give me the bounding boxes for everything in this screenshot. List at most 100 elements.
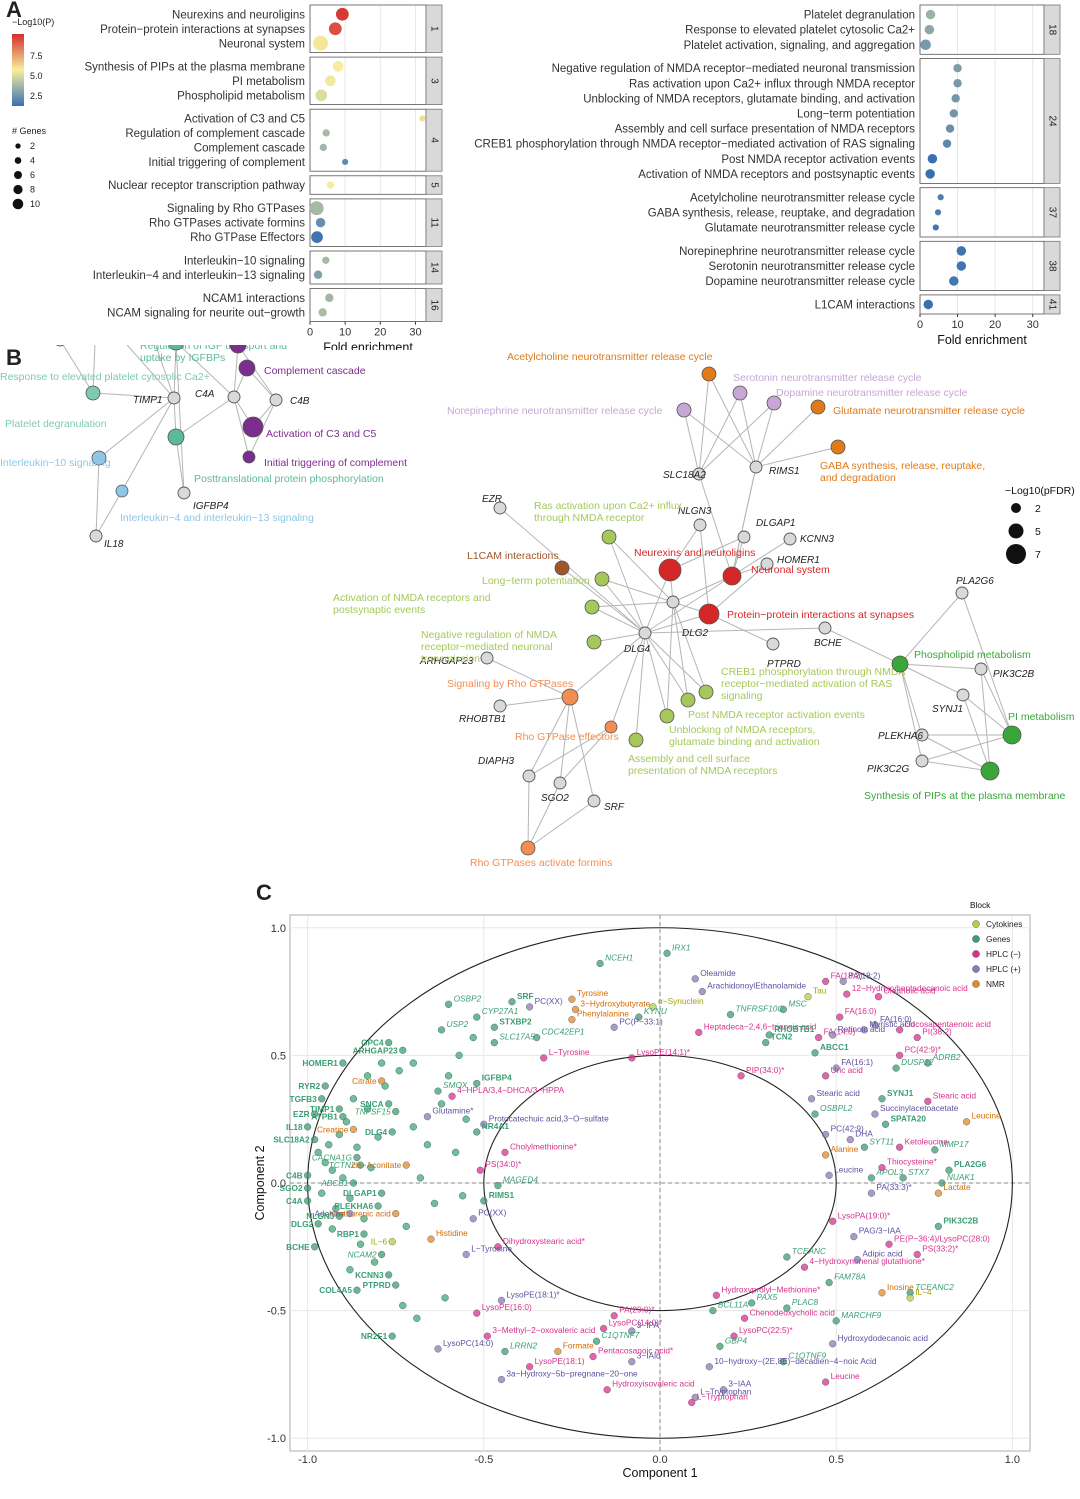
network-edge	[486, 657, 571, 698]
gene-node-label: DLGAP1	[756, 518, 795, 529]
facet-frame	[919, 240, 1045, 292]
point-label: PE(P−36:4)/LysoPC(28:0)	[894, 1233, 990, 1243]
network-edge	[175, 396, 235, 438]
network-edge	[528, 696, 571, 777]
point-label: PLEKHA6	[334, 1201, 373, 1211]
point-tnfrsf10c	[726, 1010, 735, 1019]
term-node-circle	[242, 450, 256, 464]
network-edge	[899, 663, 923, 762]
network-edge	[527, 775, 530, 849]
network-edge	[699, 524, 710, 615]
gene-point	[318, 1189, 326, 1197]
term-dot	[325, 75, 336, 87]
point-label: PA(33:3)*	[876, 1182, 912, 1192]
point-pa-29-0	[610, 1312, 618, 1320]
facet-strip	[1043, 4, 1061, 55]
point-oleamide	[691, 975, 699, 983]
term-node-label: Acetylcholine neurotransmitter release c…	[507, 351, 713, 363]
point-homer1	[339, 1059, 347, 1067]
network-edge	[601, 578, 674, 603]
x-axis-title: Fold enrichment	[323, 341, 413, 350]
point-3-iaa	[719, 1386, 728, 1394]
term-node-circle	[732, 385, 748, 401]
point-label: NCAM2	[348, 1249, 377, 1259]
term-dot	[309, 201, 324, 216]
point-label: OSBP2	[454, 993, 482, 1003]
term-node-label: GABA synthesis, release, reuptake,and de…	[820, 460, 985, 484]
point-label: BCL11A	[718, 1300, 749, 1310]
point-label: LysoPE(18:1)*	[506, 1289, 560, 1299]
facet-strip-label: 5	[428, 182, 439, 188]
point-nceh1	[596, 959, 604, 968]
point-label: CDC42EP1	[542, 1027, 585, 1037]
gene-node-label: DLG2	[682, 628, 709, 639]
legend-size-dot	[12, 198, 24, 210]
term-dot	[313, 270, 323, 279]
gene-node-circle	[915, 728, 929, 742]
point-label: Succinylacetoacetate	[880, 1103, 959, 1113]
point-ryr2	[321, 1082, 329, 1090]
point-label: L−Tyrosine	[471, 1243, 512, 1253]
point-stxbp2	[490, 1023, 498, 1031]
network-edge	[669, 536, 745, 571]
point-label: CYP27A1	[482, 1006, 518, 1016]
gene-node-label: IL18	[104, 539, 124, 550]
facet-strip-label: 14	[428, 262, 439, 274]
legend-dot	[972, 980, 980, 988]
term-dot	[923, 299, 934, 310]
point-docosapentaenoic-acid	[896, 1026, 904, 1034]
gene-point	[367, 1164, 375, 1172]
point-label: RHOBTB1	[774, 1024, 814, 1034]
point-label: Oleamide	[700, 968, 736, 978]
point-label: Oleanolic acid	[883, 986, 936, 996]
point-slc17a5	[490, 1039, 498, 1047]
point-snca	[385, 1100, 393, 1108]
term-node-protein-protein-interactions-at-synapses: Protein−protein interactions at synapses	[698, 603, 914, 625]
point-label: DUSP22	[901, 1057, 934, 1067]
point-label: DLGAP1	[343, 1188, 377, 1198]
point-tyrosine	[568, 995, 576, 1003]
point-label: PC(XX)	[478, 1208, 506, 1218]
term-node-label: Post NMDA receptor activation events	[688, 709, 865, 721]
point-label: SLC17A5	[499, 1032, 535, 1042]
term-node-glutamate-neurotransmitter-release-cycle: Glutamate neurotransmitter release cycle	[810, 399, 1025, 417]
network-edge	[527, 782, 561, 849]
point-pla2g6	[945, 1166, 953, 1174]
legend-color: −Log10(P)7.55.02.5	[12, 17, 54, 106]
gene-point	[349, 1095, 358, 1103]
network-edge	[731, 538, 791, 577]
gene-node-ezr: EZR	[482, 494, 507, 515]
point-label: MSC	[788, 998, 807, 1008]
x-tick-label: 0	[917, 319, 923, 331]
point-c4b	[304, 1171, 312, 1179]
point-dlgap1	[378, 1189, 386, 1197]
term-node-signaling-by-rho-gtpases: Signaling by Rho GTPases	[447, 678, 579, 706]
term-label: Platelet activation, signaling, and aggr…	[684, 40, 915, 52]
y-tick-label: 1.0	[271, 923, 286, 935]
point-label: PIK3C2B	[943, 1215, 978, 1225]
facet-strip	[425, 108, 443, 172]
term-node-label: Interleukin−10 signaling	[0, 457, 111, 469]
gene-node-pla2g6: PLA2G6	[955, 576, 994, 600]
point-label: STX7	[908, 1167, 929, 1177]
point-arhgap23	[399, 1046, 407, 1054]
point-label: Leucine	[834, 1164, 863, 1174]
term-dot	[937, 194, 944, 201]
point-synuclein	[649, 1003, 657, 1011]
point-label: Pentacosanoic acid*	[598, 1346, 674, 1356]
legend-size-tick: 6	[30, 170, 35, 180]
gene-node-ptprd: PTPRD	[766, 637, 801, 670]
point-gpc4	[385, 1039, 393, 1047]
network-edge	[644, 627, 826, 634]
facet-strip-label: 1	[428, 26, 439, 32]
network-edge	[233, 396, 250, 458]
term-dot	[335, 7, 349, 21]
gene-point	[342, 1118, 351, 1126]
facet-strip-label: 16	[428, 300, 439, 312]
point-tcn2	[762, 1039, 770, 1047]
point-label: Retinoic acid	[838, 1024, 886, 1034]
term-node-circle	[604, 720, 618, 734]
network-edge	[698, 402, 775, 475]
